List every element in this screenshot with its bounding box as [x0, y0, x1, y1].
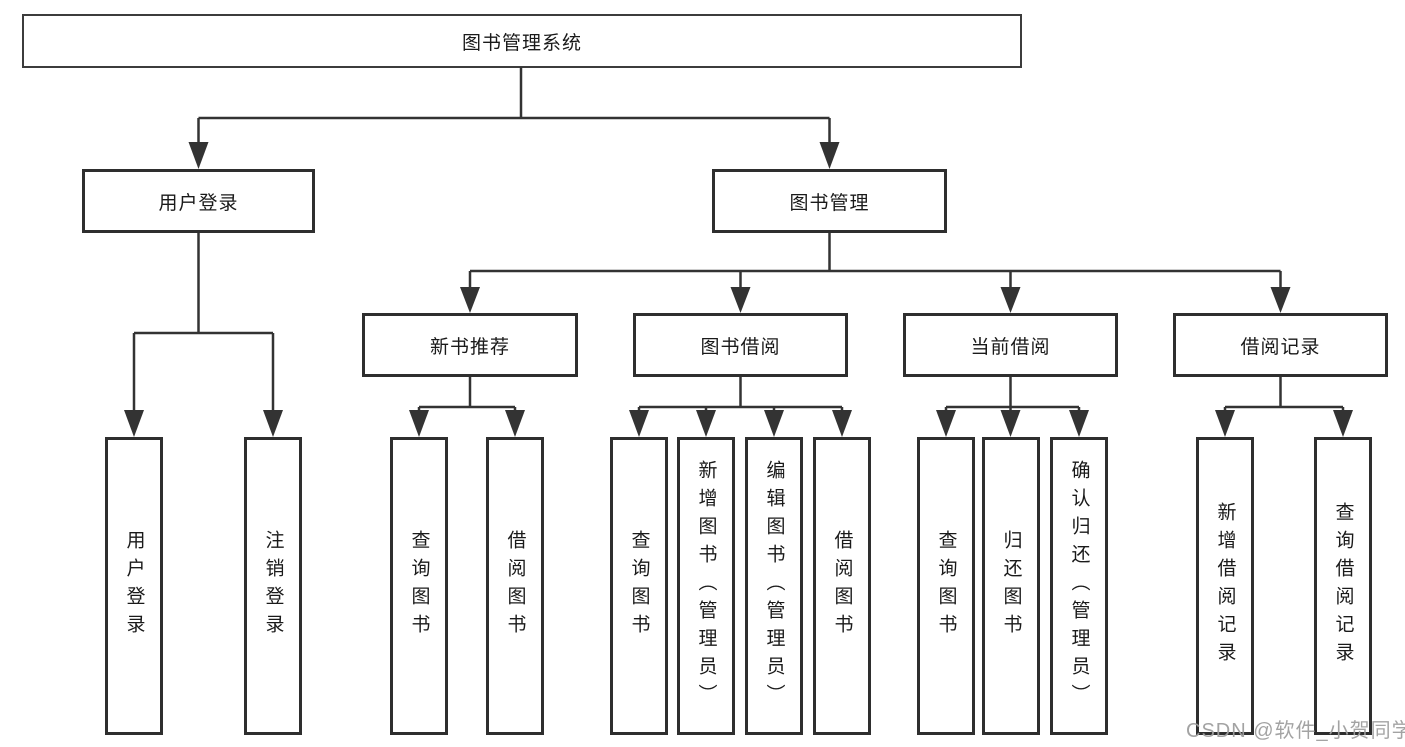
node-library-system: 图书管理系统	[22, 14, 1022, 68]
leaf-logout-label: 注销登录	[262, 530, 284, 642]
node-borrow-records-label: 借阅记录	[1240, 336, 1321, 358]
leaf-borrow-books-2: 借阅图书	[813, 437, 871, 735]
leaf-add-books-admin: 新增图书（管理员）	[677, 437, 735, 735]
leaf-add-borrow-record-label: 新增借阅记录	[1214, 502, 1236, 670]
leaf-query-borrow-record-label: 查询借阅记录	[1332, 502, 1354, 670]
leaf-edit-books-admin: 编辑图书（管理员）	[745, 437, 803, 735]
leaf-return-books: 归还图书	[982, 437, 1040, 735]
leaf-query-books-3: 查询图书	[917, 437, 975, 735]
leaf-add-borrow-record: 新增借阅记录	[1196, 437, 1254, 735]
leaf-logout: 注销登录	[244, 437, 302, 735]
node-new-book-recommend-label: 新书推荐	[429, 336, 510, 358]
node-user-login: 用户登录	[82, 169, 315, 233]
leaf-query-books-1: 查询图书	[390, 437, 448, 735]
leaf-confirm-return-admin-label: 确认归还（管理员）	[1068, 460, 1090, 712]
leaf-query-books-3-label: 查询图书	[935, 530, 957, 642]
leaf-query-books-1-label: 查询图书	[408, 530, 430, 642]
leaf-user-login-label: 用户登录	[123, 530, 145, 642]
leaf-borrow-books-2-label: 借阅图书	[831, 530, 853, 642]
node-current-borrow: 当前借阅	[903, 313, 1118, 377]
node-book-management-label: 图书管理	[789, 192, 870, 214]
leaf-borrow-books-1-label: 借阅图书	[504, 530, 526, 642]
node-user-login-label: 用户登录	[158, 192, 239, 214]
leaf-edit-books-admin-label: 编辑图书（管理员）	[763, 460, 785, 712]
node-book-borrow: 图书借阅	[633, 313, 848, 377]
node-current-borrow-label: 当前借阅	[970, 336, 1051, 358]
node-library-system-label: 图书管理系统	[461, 32, 582, 54]
leaf-user-login: 用户登录	[105, 437, 163, 735]
leaf-confirm-return-admin: 确认归还（管理员）	[1050, 437, 1108, 735]
node-new-book-recommend: 新书推荐	[362, 313, 578, 377]
csdn-watermark: CSDN @软件_小贺同学	[1186, 720, 1405, 742]
leaf-borrow-books-1: 借阅图书	[486, 437, 544, 735]
leaf-query-books-2: 查询图书	[610, 437, 668, 735]
node-book-management: 图书管理	[712, 169, 947, 233]
node-book-borrow-label: 图书借阅	[700, 336, 781, 358]
node-borrow-records: 借阅记录	[1173, 313, 1388, 377]
leaf-query-borrow-record: 查询借阅记录	[1314, 437, 1372, 735]
leaf-query-books-2-label: 查询图书	[628, 530, 650, 642]
leaf-return-books-label: 归还图书	[1000, 530, 1022, 642]
leaf-add-books-admin-label: 新增图书（管理员）	[695, 460, 717, 712]
